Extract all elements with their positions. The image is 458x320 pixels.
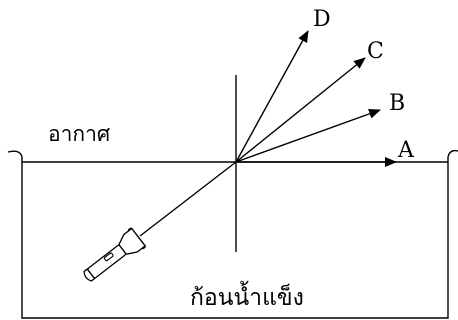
ray-label-d: D [313, 7, 331, 32]
ray-label-a: A [397, 138, 415, 163]
ray-c [235, 57, 366, 163]
incident-ray [139, 161, 237, 237]
ray-d [235, 30, 309, 163]
ray-label-c: C [367, 39, 384, 64]
ice-label: ก้อนน้ำแข็ง [190, 281, 304, 311]
ray-label-b: B [389, 91, 405, 116]
ice-block-outline [7, 149, 458, 319]
ray-b [235, 109, 381, 163]
air-label: อากาศ [48, 122, 111, 146]
flashlight-icon [83, 227, 147, 282]
